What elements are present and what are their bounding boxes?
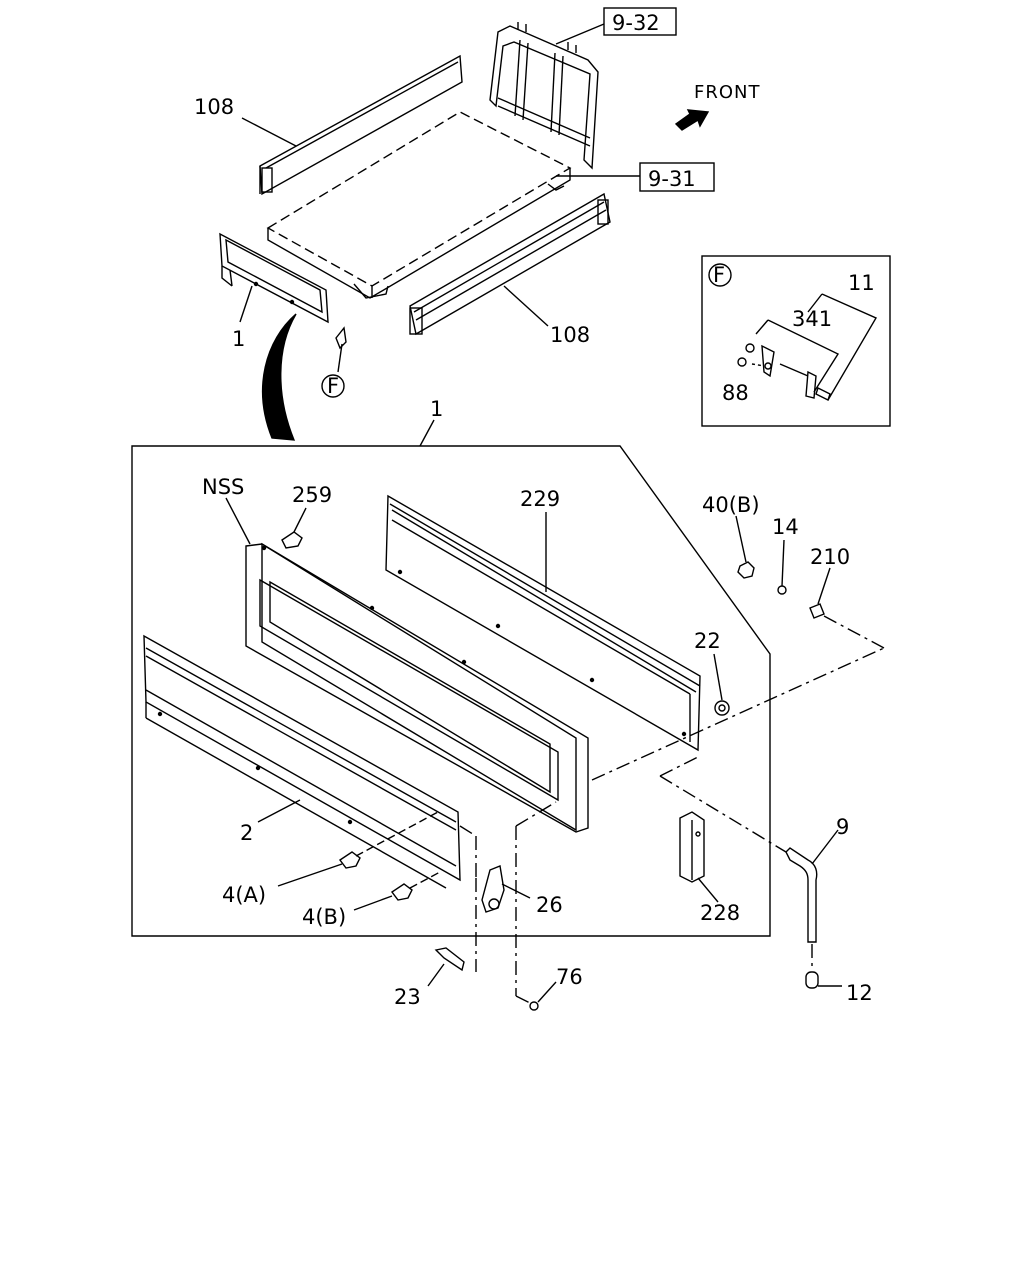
panel-2: [143, 634, 461, 889]
label-1-group: 1: [430, 397, 443, 421]
tailgate-panel-1-upper: [219, 232, 329, 324]
panel-108-upper: [259, 54, 463, 196]
label-210: 210: [810, 545, 850, 569]
handle-9: [785, 847, 818, 943]
panel-229: [385, 494, 701, 752]
nut-22: [714, 700, 730, 716]
label-108-upper: 108: [194, 95, 234, 119]
label-4a: 4(A): [222, 883, 266, 907]
bolt-23: [434, 947, 465, 972]
label-76: 76: [556, 965, 583, 989]
washer-14: [777, 585, 787, 595]
label-12: 12: [846, 981, 873, 1005]
ref-box-9-32: [603, 7, 677, 36]
label-40b: 40(B): [702, 493, 760, 517]
label-1-upper: 1: [232, 327, 245, 351]
deck-floor: [266, 111, 572, 299]
ref-9-31: 9-31: [648, 167, 696, 191]
detail-hardware: [737, 343, 831, 401]
label-nss: NSS: [202, 475, 244, 499]
group-outline: [131, 445, 771, 937]
bolt-4b: [390, 871, 441, 901]
frame-nss: [245, 542, 589, 833]
stud-210: [809, 603, 825, 619]
hinge-pin-small: [335, 326, 347, 373]
label-108-lower: 108: [550, 323, 590, 347]
nut-76: [529, 1001, 539, 1011]
headboard-rack: [489, 22, 599, 170]
nut-40b: [737, 561, 755, 579]
label-9: 9: [836, 815, 849, 839]
ref-box-9-31: [639, 162, 715, 192]
bracket-26: [481, 865, 505, 913]
label-2: 2: [240, 821, 253, 845]
cap-12: [805, 971, 819, 989]
detail-f-letter: F: [713, 263, 725, 287]
label-88: 88: [722, 381, 749, 405]
detail-view-f: [701, 255, 891, 427]
arrow-to-detail: [261, 313, 297, 441]
label-23: 23: [394, 985, 421, 1009]
label-341: 341: [792, 307, 832, 331]
front-arrow-icon: [674, 109, 710, 131]
label-228: 228: [700, 901, 740, 925]
bolt-259: [281, 531, 303, 549]
label-26: 26: [536, 893, 563, 917]
side-panel-108-lower: [409, 192, 611, 336]
bolt-4a: [338, 811, 439, 869]
label-14: 14: [772, 515, 799, 539]
label-229: 229: [520, 487, 560, 511]
ref-9-32: 9-32: [612, 11, 660, 35]
callout-f-circle: [321, 374, 345, 398]
label-22: 22: [694, 629, 721, 653]
callout-f-letter: F: [327, 374, 339, 398]
post-228: [679, 811, 705, 883]
label-4b: 4(B): [302, 905, 346, 929]
label-259: 259: [292, 483, 332, 507]
assembly-lines: [459, 615, 885, 1005]
front-label: FRONT: [694, 82, 761, 103]
label-11: 11: [848, 271, 875, 295]
